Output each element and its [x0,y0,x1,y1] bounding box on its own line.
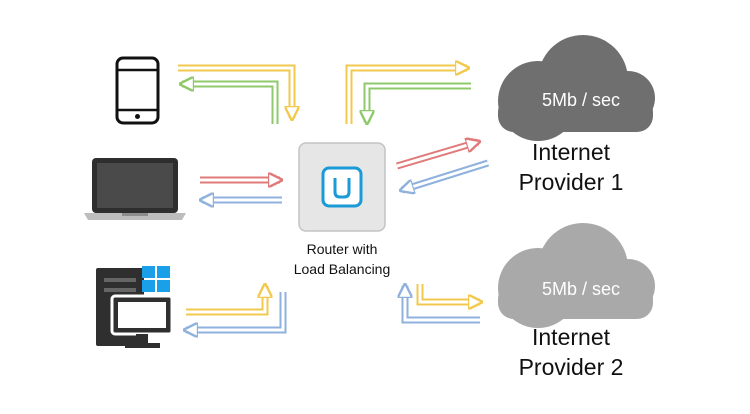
router-label-line2: Load Balancing [294,261,391,277]
router-device [298,142,386,232]
provider-1-name-line2: Provider 1 [519,169,624,195]
desktop-upload-arrow [186,286,265,316]
isp1-to-router-blue-arrow [402,159,490,190]
cloud-provider-2-icon [498,223,655,328]
ubiquiti-logo-icon [333,178,351,199]
isp2-to-router-blue-arrow [405,286,480,324]
isp1-to-router-green-arrow [367,82,471,122]
router-to-isp2-yellow-arrow [416,284,480,302]
windows-logo-icon [142,266,170,292]
router-label-line1: Router with [307,241,378,257]
laptop-icon [84,158,186,220]
provider-2-speed: 5Mb / sec [542,279,620,299]
tablet-upload-arrow [178,64,292,118]
tablet-icon [115,56,160,125]
router-to-isp1-yellow-arrow [345,68,467,124]
tablet-download-arrow [182,84,279,124]
provider-1-speed: 5Mb / sec [542,90,620,110]
desktop-download-arrow [186,292,287,330]
provider-1-name-line1: Internet [532,139,611,165]
cloud-provider-1-icon [498,35,655,141]
desktop-pc-icon [96,268,174,348]
provider-2-name-line2: Provider 2 [519,354,624,380]
router-to-isp1-red-arrow [396,142,478,170]
provider-2-name-line1: Internet [532,324,611,350]
